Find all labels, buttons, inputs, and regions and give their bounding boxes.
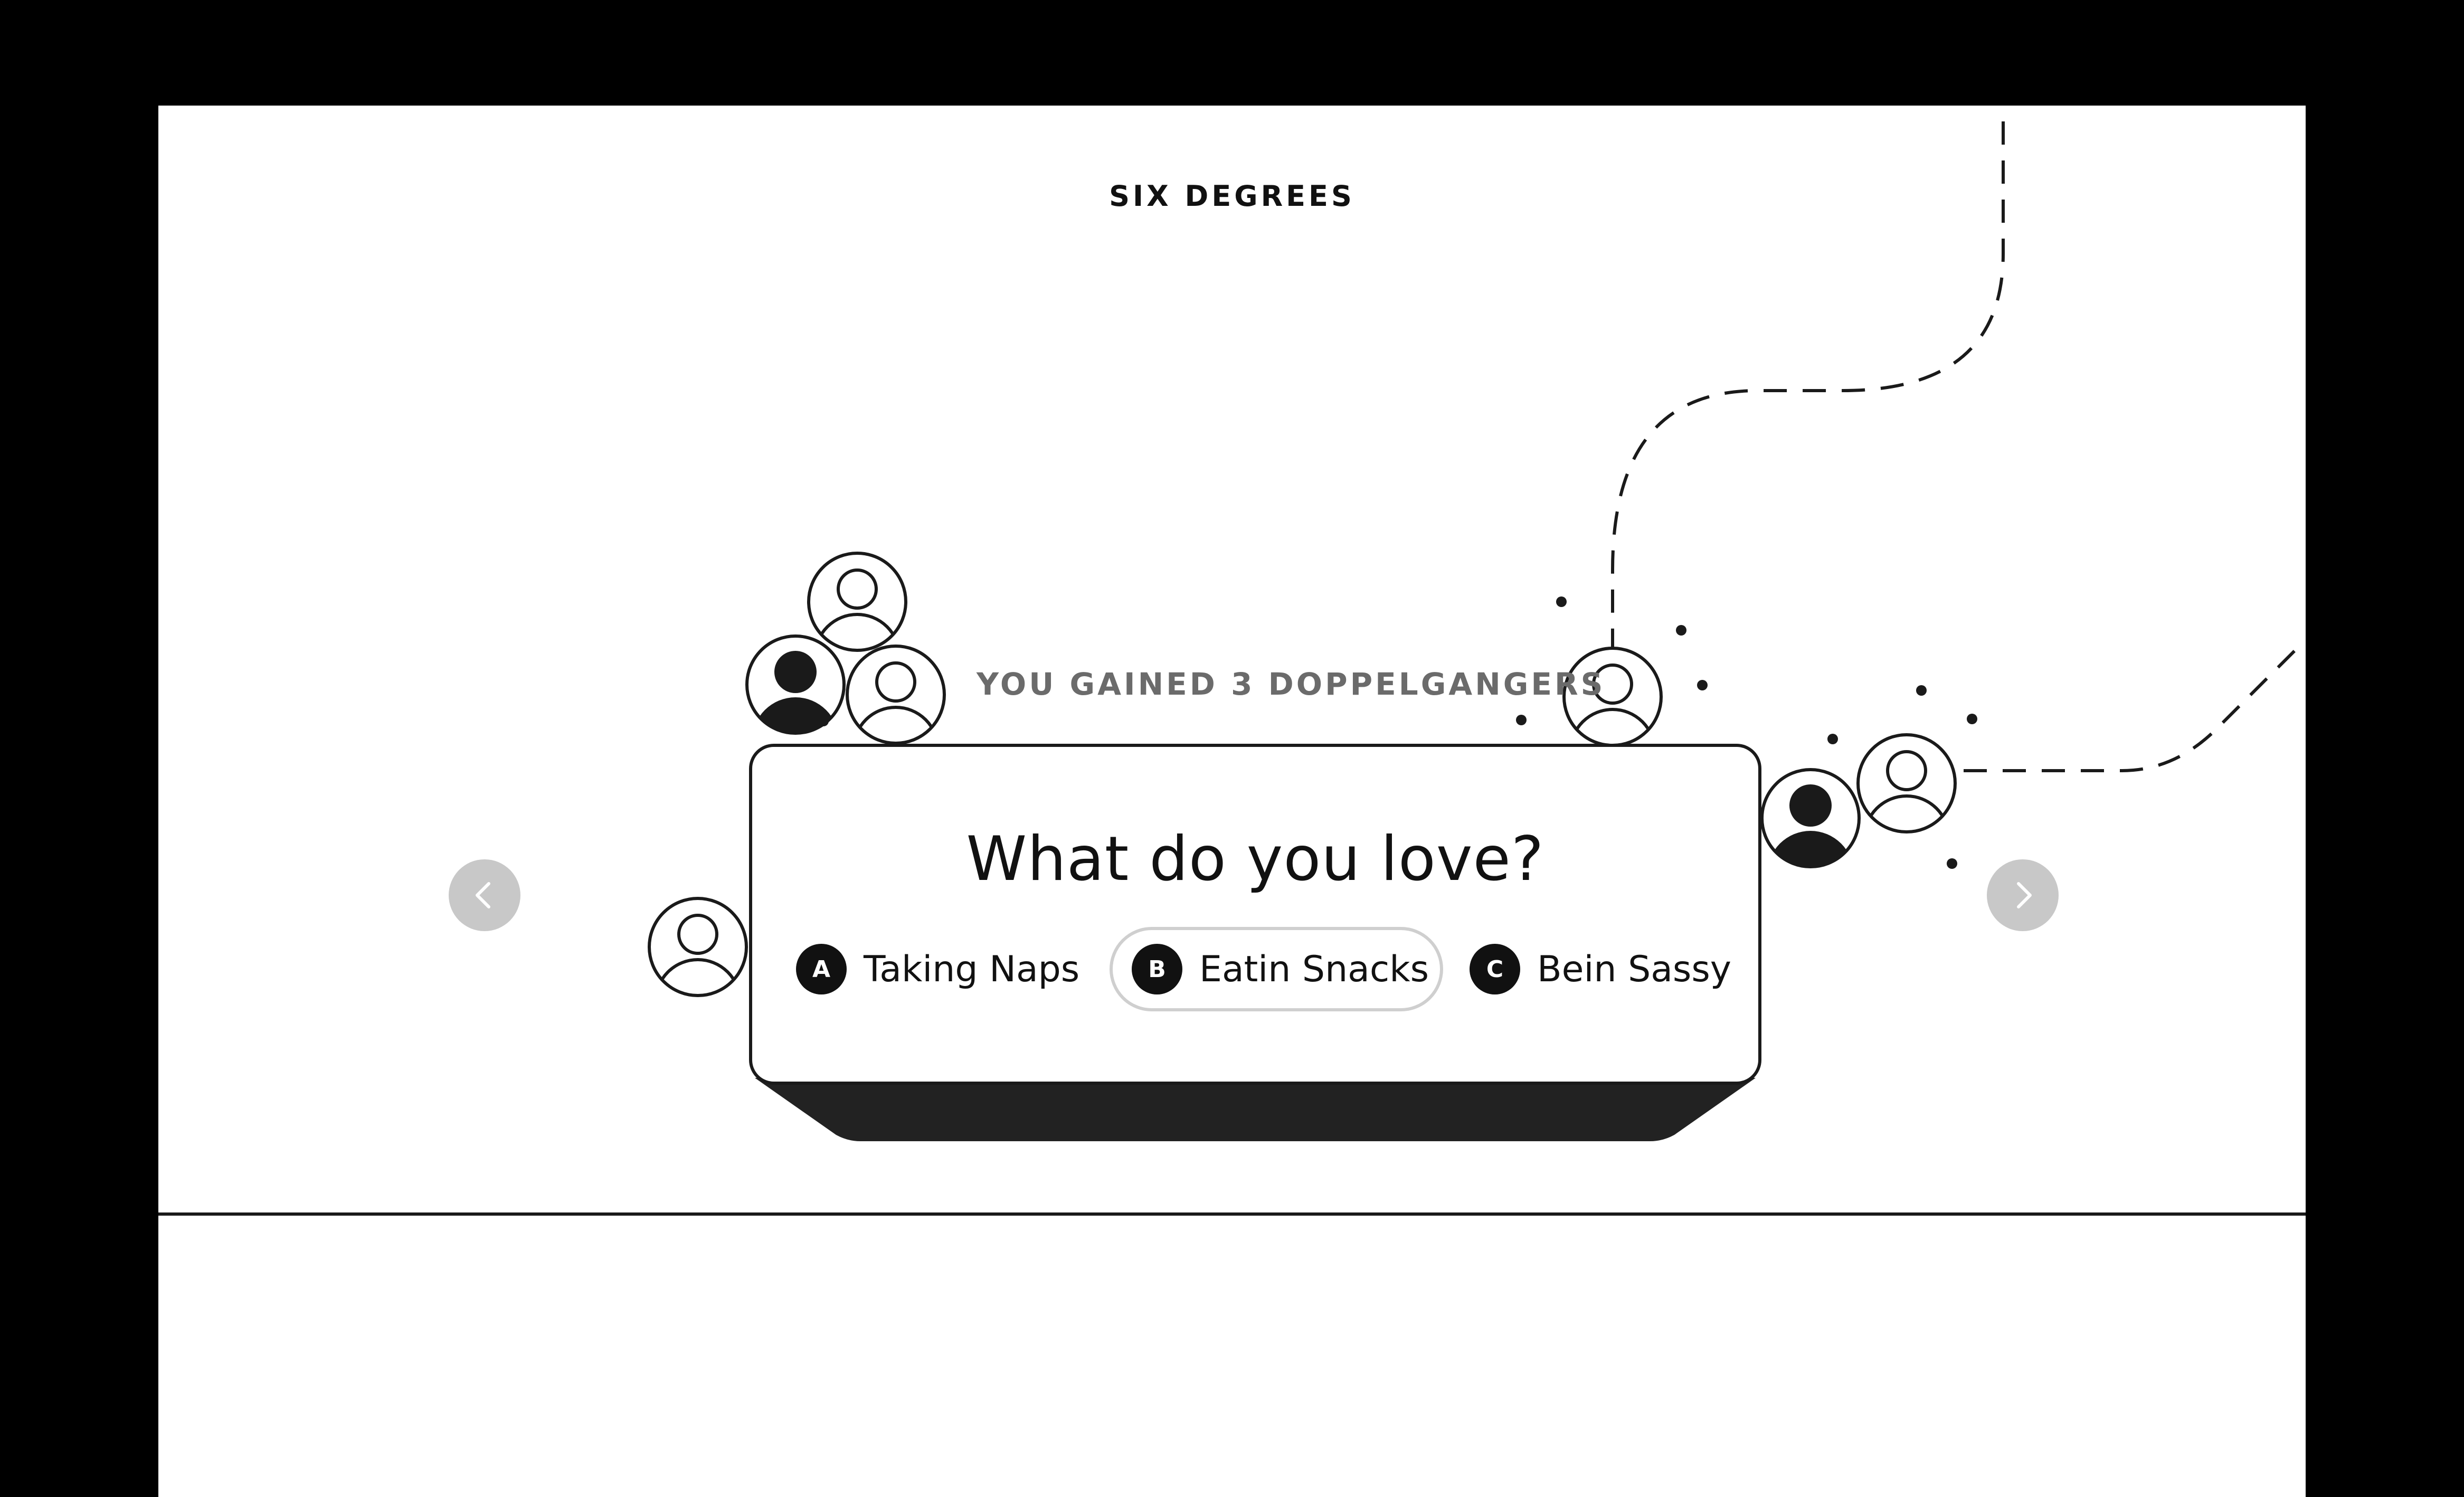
option-a-label: Taking Naps <box>864 948 1080 990</box>
option-a-letter: A <box>796 944 847 994</box>
previous-button[interactable] <box>449 859 520 931</box>
quiz-stage: SIX DEGREES YOU GAINED 3 DOPPELGANGERS W… <box>158 106 2306 1497</box>
option-a[interactable]: A Taking Naps <box>796 927 1079 1011</box>
avatar-filled-icon <box>1762 770 1859 917</box>
option-c[interactable]: C Bein Sassy <box>1470 927 1731 1011</box>
site-title: SIX DEGREES <box>1109 179 1355 213</box>
avatar-icon <box>649 898 746 1044</box>
doppelganger-status: YOU GAINED 3 DOPPELGANGERS <box>977 666 1606 702</box>
chevron-left-icon <box>476 882 490 908</box>
chevron-right-icon <box>2017 882 2032 908</box>
option-b-letter: B <box>1132 944 1182 994</box>
question-text: What do you love? <box>966 823 1544 895</box>
option-c-letter: C <box>1470 944 1520 994</box>
next-button[interactable] <box>1987 859 2059 931</box>
connection-path-top <box>1611 121 2005 649</box>
option-b[interactable]: B Eatin Snacks <box>1110 927 1443 1011</box>
question-card <box>749 744 1761 1085</box>
option-b-label: Eatin Snacks <box>1199 948 1429 990</box>
avatar-icon <box>1858 735 1955 880</box>
illustration-layer <box>158 121 2306 1216</box>
card-shadow <box>755 1078 1756 1141</box>
question-panel: What do you love? A Taking Naps B Eatin … <box>751 745 1760 1083</box>
connection-path-right <box>1964 638 2306 772</box>
option-c-label: Bein Sassy <box>1537 948 1732 990</box>
